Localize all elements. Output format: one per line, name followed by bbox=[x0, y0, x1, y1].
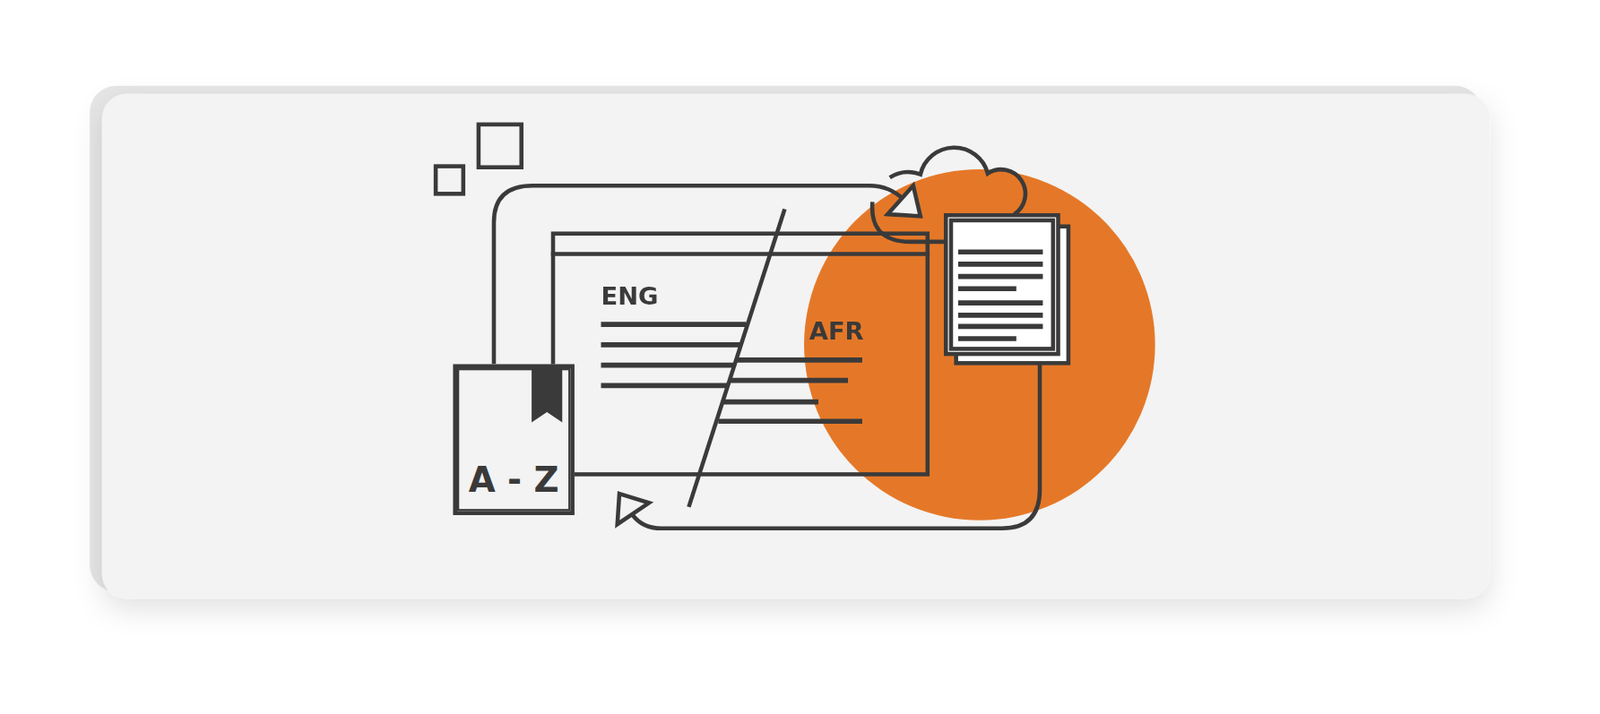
text-line bbox=[717, 418, 863, 424]
orange-circle bbox=[804, 169, 1156, 521]
afr-lines bbox=[717, 360, 863, 422]
window-title-bar bbox=[551, 251, 930, 257]
text-line bbox=[735, 357, 863, 364]
deco-square bbox=[435, 166, 464, 195]
text-line bbox=[601, 383, 728, 390]
text-line bbox=[601, 321, 747, 328]
cloud-base bbox=[872, 201, 946, 242]
loop-line bbox=[493, 185, 905, 364]
text-line bbox=[601, 363, 735, 369]
arrow-head bbox=[887, 185, 920, 217]
doc-line bbox=[958, 274, 1043, 280]
eng-lines bbox=[601, 324, 747, 386]
book-label: A - Z bbox=[457, 462, 571, 498]
arrow-head bbox=[617, 493, 649, 525]
doc-line bbox=[958, 312, 1043, 319]
language-label: ENG bbox=[601, 285, 659, 310]
language-label: AFR bbox=[809, 319, 865, 344]
doc-line bbox=[958, 300, 1043, 306]
document-inner bbox=[951, 220, 1054, 349]
text-line bbox=[723, 399, 819, 406]
doc-line bbox=[958, 261, 1043, 268]
doc-line bbox=[958, 324, 1043, 330]
text-line bbox=[730, 378, 848, 384]
document bbox=[945, 215, 1058, 355]
slash-line bbox=[688, 208, 785, 507]
document-lines bbox=[958, 251, 1043, 339]
card bbox=[102, 94, 1490, 600]
return-line bbox=[632, 363, 1040, 528]
doc-line bbox=[958, 249, 1043, 255]
doc-line bbox=[958, 336, 1017, 342]
deco-square bbox=[478, 124, 522, 168]
doc-line bbox=[958, 285, 1017, 292]
text-line bbox=[601, 342, 741, 348]
window-box: ENG AFR bbox=[551, 231, 930, 476]
cloud bbox=[890, 147, 1026, 215]
